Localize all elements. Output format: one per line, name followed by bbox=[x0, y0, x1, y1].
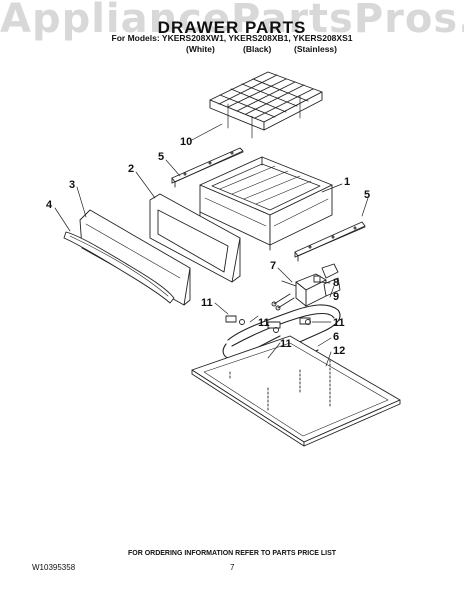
callout-2: 2 bbox=[128, 163, 134, 175]
part-door-handle bbox=[63, 231, 175, 304]
variant-white: (White) bbox=[186, 44, 215, 54]
callout-11-d: 11 bbox=[280, 338, 292, 350]
callout-8: 8 bbox=[333, 277, 339, 289]
models-line: For Models: YKERS208XW1, YKERS208XB1, YK… bbox=[111, 33, 353, 43]
callout-11-c: 11 bbox=[333, 317, 345, 329]
variant-black: (Black) bbox=[243, 44, 272, 54]
callout-12: 12 bbox=[333, 345, 345, 357]
ordering-note: FOR ORDERING INFORMATION REFER TO PARTS … bbox=[127, 550, 337, 557]
callout-7: 7 bbox=[270, 260, 276, 272]
part-bottom-cover bbox=[191, 335, 401, 447]
part-slide-rail-left bbox=[171, 147, 244, 188]
part-drawer-pan bbox=[199, 156, 333, 251]
callout-5-left: 5 bbox=[158, 151, 164, 163]
callout-11-a: 11 bbox=[201, 297, 213, 309]
part-door-frame bbox=[149, 193, 241, 283]
part-slide-rail-right bbox=[294, 221, 366, 262]
leader-lines bbox=[54, 123, 369, 367]
callout-10: 10 bbox=[180, 136, 192, 148]
page-title: DRAWER PARTS bbox=[157, 18, 307, 37]
part-wire-rack bbox=[209, 71, 323, 139]
callout-3: 3 bbox=[69, 179, 75, 191]
variant-stainless: (Stainless) bbox=[294, 44, 337, 54]
watermark-text: AppliancePartsPros.com bbox=[0, 0, 464, 42]
page-number: 7 bbox=[230, 563, 235, 572]
callout-6: 6 bbox=[333, 331, 339, 343]
callout-11-b: 11 bbox=[258, 317, 270, 329]
callout-1: 1 bbox=[344, 176, 350, 188]
callout-4: 4 bbox=[46, 199, 53, 211]
callout-9: 9 bbox=[333, 291, 339, 303]
document-number: W10395358 bbox=[32, 563, 76, 572]
callout-5-right: 5 bbox=[364, 189, 370, 201]
